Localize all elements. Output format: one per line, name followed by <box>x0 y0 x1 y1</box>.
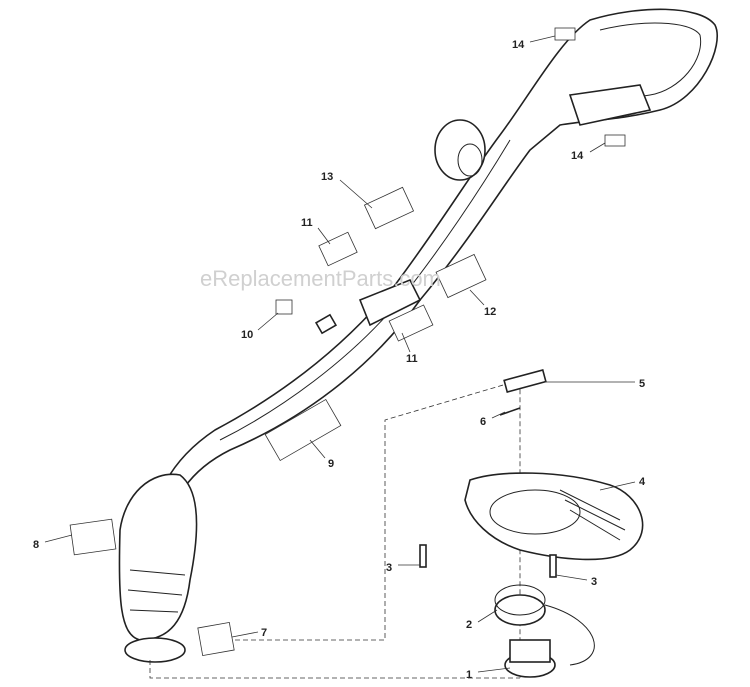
callout-3-right: 3 <box>591 576 597 588</box>
battery-pack <box>568 84 652 126</box>
callout-1: 1 <box>466 669 472 681</box>
decal-9 <box>264 398 342 462</box>
decal-14-bottom <box>604 134 626 147</box>
callout-7: 7 <box>261 627 267 639</box>
callout-8: 8 <box>33 539 39 551</box>
guard-part-4 <box>464 472 644 561</box>
watermark-text: eReplacementParts.com <box>200 266 441 291</box>
callout-10: 10 <box>241 329 253 341</box>
handle-knob <box>434 119 486 181</box>
callout-12: 12 <box>484 306 496 318</box>
callout-14-top: 14 <box>512 39 525 51</box>
decal-10 <box>275 299 293 315</box>
callout-11-upper: 11 <box>301 217 313 229</box>
callout-4: 4 <box>639 476 646 488</box>
decal-14-top <box>554 27 576 41</box>
callout-3-left: 3 <box>386 562 392 574</box>
trimmer-head-housing <box>118 473 198 663</box>
pin-part-6 <box>499 407 521 416</box>
decal-7 <box>197 621 235 657</box>
callout-11-lower: 11 <box>406 353 418 365</box>
decal-13 <box>363 186 415 230</box>
trimmer-shaft <box>149 8 718 547</box>
blade-part-5 <box>503 369 547 393</box>
clip-part-3 <box>419 544 427 568</box>
callout-2: 2 <box>466 619 472 631</box>
cap-part-1 <box>504 639 556 678</box>
decal-12 <box>435 253 487 299</box>
decal-11-upper <box>318 231 358 267</box>
clip-part-3b <box>549 554 557 578</box>
decal-8 <box>69 518 117 556</box>
callout-13: 13 <box>321 171 333 183</box>
callout-5: 5 <box>639 378 645 390</box>
spool-part-2 <box>494 584 595 666</box>
callout-9: 9 <box>328 458 334 470</box>
callout-6: 6 <box>480 416 486 428</box>
decal-11-lower <box>388 304 434 342</box>
callout-14-bottom: 14 <box>571 150 584 162</box>
